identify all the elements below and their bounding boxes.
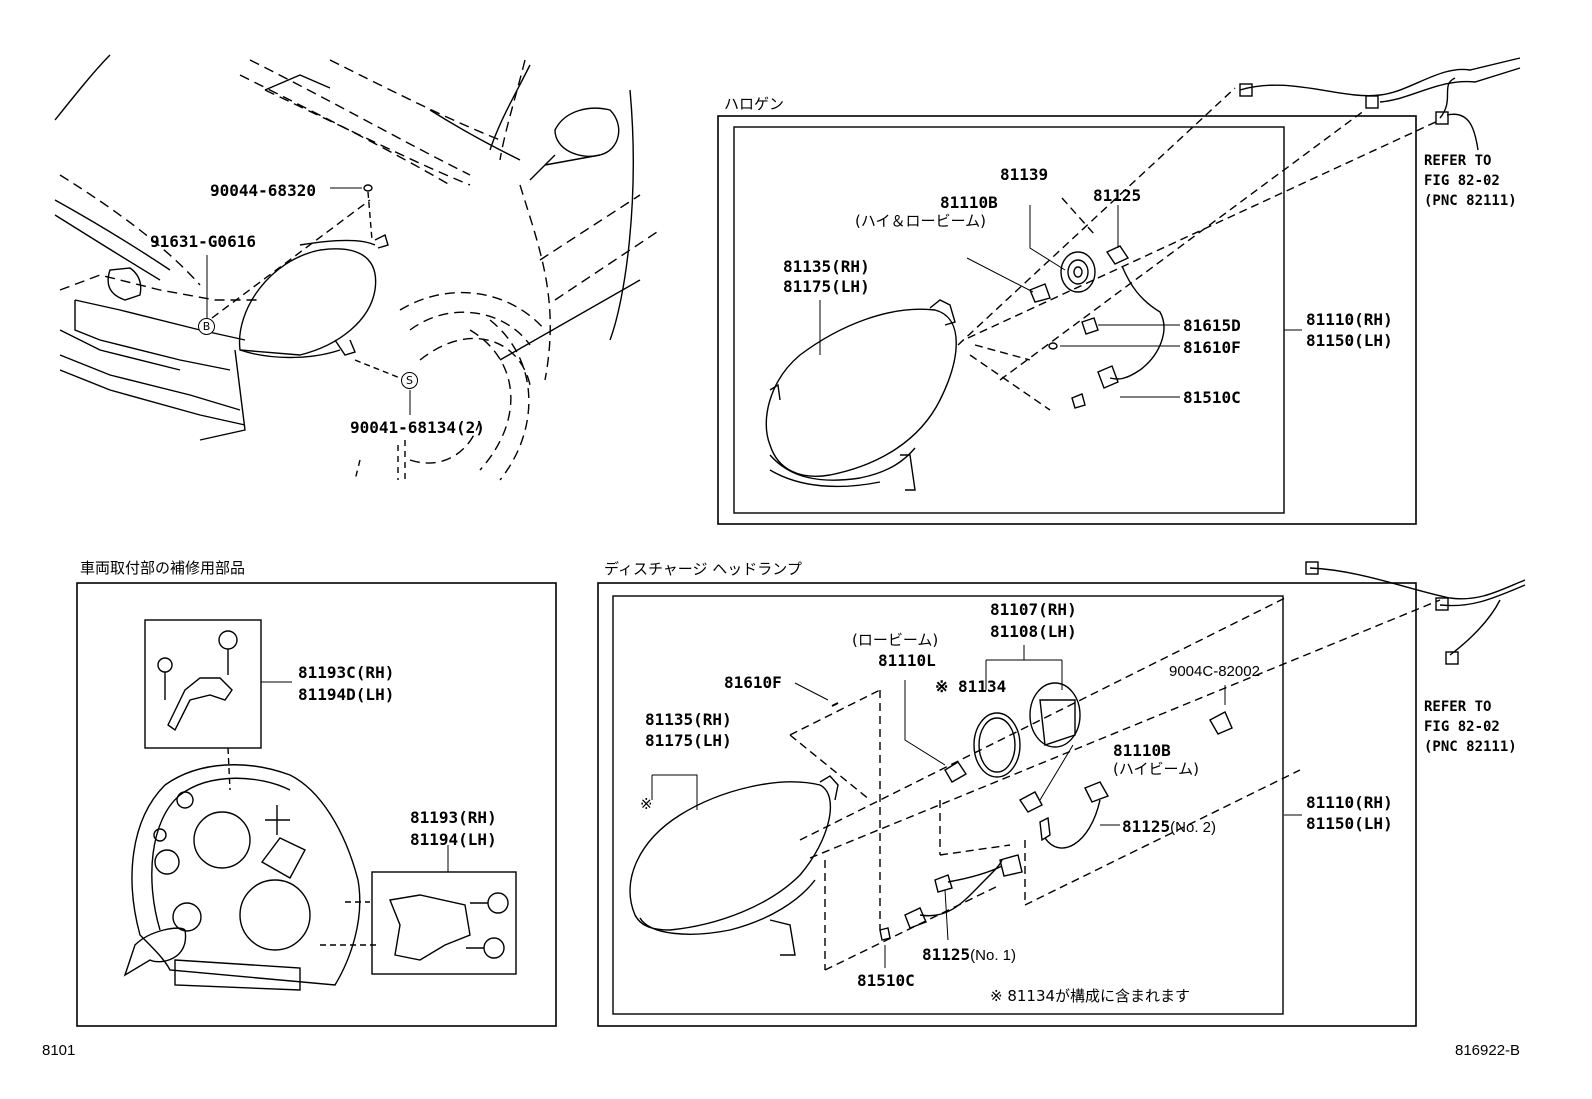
- discharge-title: ディスチャージ ヘッドランプ: [604, 560, 802, 578]
- part-81110b-note-discharge: (ハイビーム): [1113, 760, 1199, 778]
- assy-81150-lh-discharge: 81150(LH): [1306, 814, 1393, 833]
- part-81110b-discharge: 81110B: [1113, 741, 1171, 760]
- refer-line-3-discharge: (PNC 82111): [1424, 739, 1517, 755]
- halogen-title: ハロゲン: [724, 95, 785, 113]
- part-81175-lh-discharge: 81175(LH): [645, 731, 732, 750]
- halogen-section: [717, 57, 1521, 525]
- component-mark: ※: [640, 795, 653, 813]
- assy-81150-lh: 81150(LH): [1306, 331, 1393, 350]
- part-81110l: 81110L: [878, 651, 936, 670]
- part-81175-lh: 81175(LH): [783, 277, 870, 296]
- part-81610f-discharge: 81610F: [724, 673, 782, 692]
- part-81110b-note: (ハイ＆ロービーム): [855, 212, 986, 230]
- repair-title: 車両取付部の補修用部品: [80, 559, 246, 577]
- part-81135-rh: 81135(RH): [783, 257, 870, 276]
- part-81125-no1-number: 81125: [922, 945, 971, 964]
- part-81135-rh-discharge: 81135(RH): [645, 710, 732, 729]
- discharge-section: [597, 561, 1526, 1027]
- part-81125-no2-number: 81125: [1122, 817, 1171, 836]
- part-81110l-note: (ロービーム): [852, 631, 939, 649]
- part-81193c-rh: 81193C(RH): [298, 663, 395, 682]
- part-81194-lh: 81194(LH): [410, 830, 497, 849]
- part-81139: 81139: [1000, 165, 1049, 184]
- part-81510c-discharge: 81510C: [857, 971, 915, 990]
- part-81134: ※ 81134: [935, 677, 1007, 696]
- part-81110b: 81110B: [940, 193, 998, 212]
- part-81108-lh: 81108(LH): [990, 622, 1077, 641]
- callout-91631-g0616: 91631-G0616: [150, 232, 256, 251]
- vehicle-front-overview: [54, 54, 661, 481]
- repair-parts-section: [76, 582, 557, 1027]
- marker-s: S: [401, 372, 418, 389]
- figure-number-right: 816922-B: [1455, 1042, 1521, 1059]
- refer-line-2: FIG 82-02: [1424, 173, 1500, 189]
- callout-90044-68320: 90044-68320: [210, 181, 316, 200]
- refer-line-1: REFER TO: [1424, 153, 1492, 169]
- callout-90041-68134: 90041-68134(2): [350, 418, 485, 437]
- refer-line-2-discharge: FIG 82-02: [1424, 719, 1500, 735]
- discharge-footnote: ※ 81134が構成に含まれます: [990, 987, 1191, 1005]
- part-81615d: 81615D: [1183, 316, 1241, 335]
- marker-b: B: [198, 318, 215, 335]
- part-81107-rh: 81107(RH): [990, 600, 1077, 619]
- refer-line-1-discharge: REFER TO: [1424, 699, 1492, 715]
- page-number-left: 8101: [42, 1042, 76, 1059]
- assy-81110-rh: 81110(RH): [1306, 310, 1393, 329]
- part-81510c: 81510C: [1183, 388, 1241, 407]
- part-81125: 81125: [1093, 186, 1142, 205]
- part-81193-rh: 81193(RH): [410, 808, 497, 827]
- part-81125-no2: 81125(No. 2): [1122, 817, 1216, 837]
- part-81194d-lh: 81194D(LH): [298, 685, 395, 704]
- refer-line-3: (PNC 82111): [1424, 193, 1517, 209]
- part-81125-no1: 81125(No. 1): [922, 945, 1016, 965]
- part-81125-no1-suffix: (No. 1): [970, 947, 1017, 964]
- part-81125-no2-suffix: (No. 2): [1170, 819, 1217, 836]
- part-81610f: 81610F: [1183, 338, 1241, 357]
- part-9004c-82002: 9004C-82002: [1169, 663, 1260, 680]
- assy-81110-rh-discharge: 81110(RH): [1306, 793, 1393, 812]
